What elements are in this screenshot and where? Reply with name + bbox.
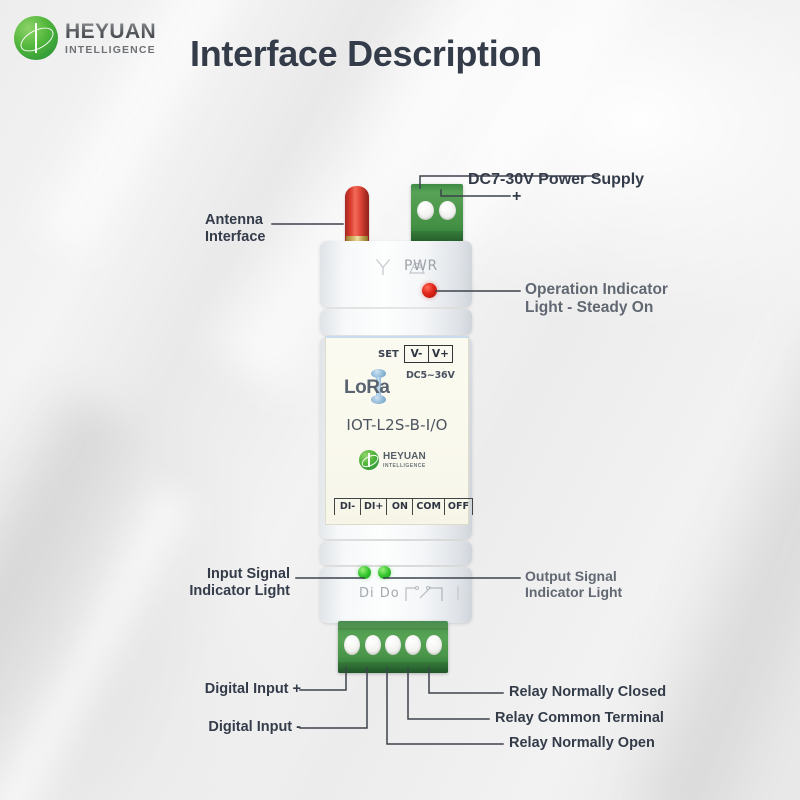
- voltage-terminal-labels: V- V+: [404, 345, 453, 363]
- callout-input-line2: Indicator Light: [189, 582, 290, 599]
- heyuan-globe-logo-icon: [14, 16, 58, 60]
- set-label: SET: [378, 349, 399, 360]
- dc-rating-label: DC5~36V: [406, 370, 455, 381]
- pinout-label-di-plus: DI+: [360, 499, 386, 515]
- antenna-signal-icon: [375, 259, 391, 275]
- pinout-label-di-minus: DI-: [334, 499, 360, 515]
- lora-dot-bottom: [371, 395, 386, 404]
- io-terminal-screw-2: [365, 635, 381, 655]
- io-terminal-block: [338, 621, 448, 673]
- output-signal-indicator-led: [378, 566, 391, 579]
- terminal-label-v-plus: V+: [428, 346, 453, 362]
- callout-operation-indicator: Operation Indicator Light - Steady On: [525, 281, 715, 317]
- callout-output-signal: Output Signal Indicator Light: [525, 568, 685, 601]
- heyuan-globe-logo-icon: [359, 450, 381, 470]
- di-do-labels: Di Do: [359, 586, 400, 601]
- terminal-label-v-minus: V-: [404, 346, 428, 362]
- do-label: Do: [379, 586, 400, 601]
- antenna-interface: [345, 186, 369, 242]
- terminal-pinout-labels: DI- DI+ ON COM OFF: [334, 498, 473, 515]
- callout-power-polarity: +: [512, 188, 522, 205]
- housing-bottom-section: [320, 567, 472, 623]
- callout-operation-line1: Operation Indicator: [525, 281, 668, 298]
- product-label: SET V- V+ DC5~36V LoRa IOT-L2S-B-I/O HEY: [325, 336, 473, 525]
- callout-antenna-interface: Antenna Interface: [205, 212, 355, 246]
- io-terminal-screw-5: [426, 635, 442, 655]
- label-brand-wordmark: HEYUAN INTELLIGENCE: [383, 450, 426, 469]
- antenna-base: [346, 236, 368, 245]
- logo-ring: [359, 452, 381, 470]
- callout-power-supply: DC7-30V Power Supply: [468, 171, 645, 188]
- terminal-rail: [338, 621, 448, 630]
- callout-input-line1: Input Signal: [207, 566, 290, 582]
- housing-top-section: [320, 241, 472, 307]
- pinout-label-on: ON: [386, 499, 412, 515]
- page-title: Interface Description: [190, 33, 542, 74]
- housing-upper-mid-section: [320, 309, 472, 335]
- power-terminal-screw: [417, 201, 434, 220]
- pwr-label: PWR: [404, 258, 438, 274]
- io-terminal-screw-3: [385, 635, 401, 655]
- logo-name: HEYUAN: [65, 19, 157, 43]
- logo-subtitle: INTELLIGENCE: [65, 43, 156, 56]
- lora-dot-top: [371, 369, 386, 378]
- logo-wordmark: HEYUAN INTELLIGENCE: [65, 21, 156, 56]
- callout-relay-common-terminal: Relay Common Terminal: [495, 710, 664, 726]
- io-terminal-screw-1: [344, 635, 360, 655]
- callout-relay-normally-open: Relay Normally Open: [509, 735, 655, 751]
- callout-output-line2: Indicator Light: [525, 584, 623, 601]
- model-number: IOT-L2S-B-I/O: [346, 416, 448, 434]
- power-terminal-block: [411, 184, 463, 242]
- io-terminal-screw-4: [405, 635, 421, 655]
- relay-switch-icon: [405, 586, 459, 601]
- lora-label: LoRa: [344, 377, 390, 398]
- callout-operation-line2: Light - Steady On: [525, 299, 654, 317]
- cloud-network-icon: [409, 262, 425, 274]
- callout-relay-normally-closed: Relay Normally Closed: [509, 684, 667, 700]
- housing-lower-mid-section: [320, 541, 472, 565]
- callout-digital-input-plus: Digital Input +: [204, 681, 301, 697]
- terminal-lip: [338, 662, 448, 673]
- power-terminal-screw: [439, 201, 456, 220]
- callout-output-line1: Output Signal: [525, 568, 617, 584]
- label-brand-logo: HEYUAN INTELLIGENCE: [359, 450, 426, 470]
- callout-digital-input-minus: Digital Input -: [208, 719, 301, 735]
- lora-stem: [376, 377, 381, 397]
- pinout-label-off: OFF: [443, 499, 473, 515]
- terminal-lip: [411, 231, 463, 242]
- input-signal-indicator-led: [358, 566, 371, 579]
- logo-bar: [368, 453, 370, 467]
- label-brand-name: HEYUAN: [383, 450, 426, 462]
- operation-indicator-led: [422, 283, 437, 298]
- logo-bar: [35, 23, 37, 53]
- di-label: Di: [359, 586, 375, 601]
- heyuan-logo: HEYUAN INTELLIGENCE: [14, 16, 156, 60]
- callout-antenna-line1: Antenna: [205, 212, 263, 228]
- label-brand-subtitle: INTELLIGENCE: [383, 462, 426, 469]
- callout-antenna-line2: Interface: [205, 228, 266, 245]
- callout-input-signal: Input Signal Indicator Light: [150, 566, 290, 600]
- pinout-label-com: COM: [412, 499, 444, 515]
- lora-logo: LoRa: [344, 368, 406, 408]
